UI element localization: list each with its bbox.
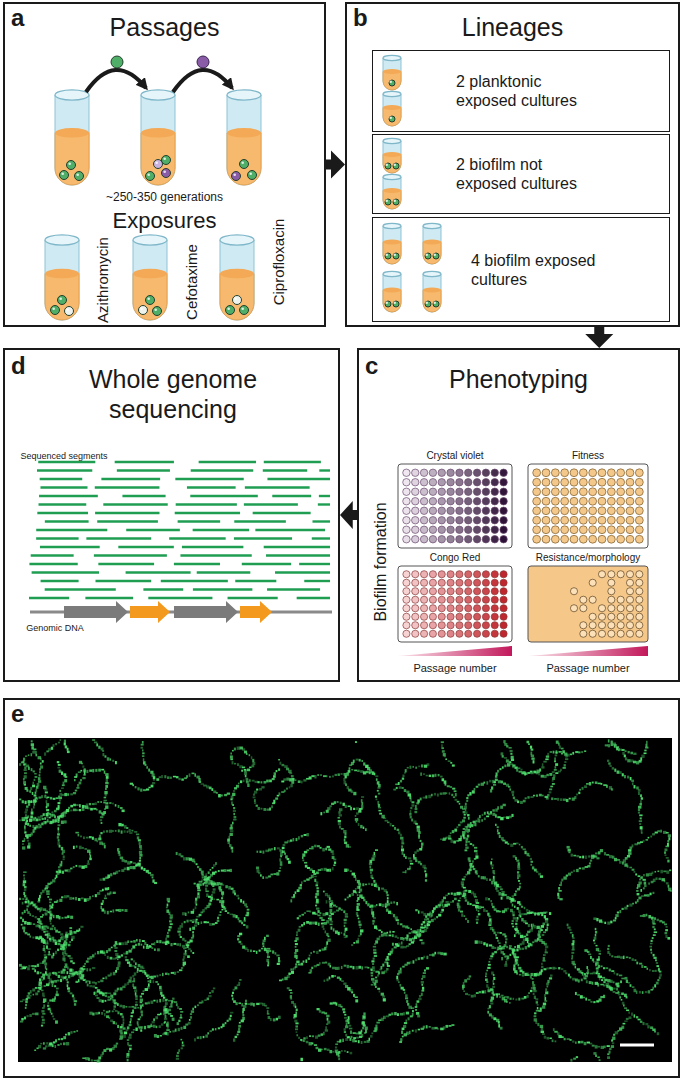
figure: aPassages~250-350 generationsExposuresbL… [0, 0, 685, 1081]
